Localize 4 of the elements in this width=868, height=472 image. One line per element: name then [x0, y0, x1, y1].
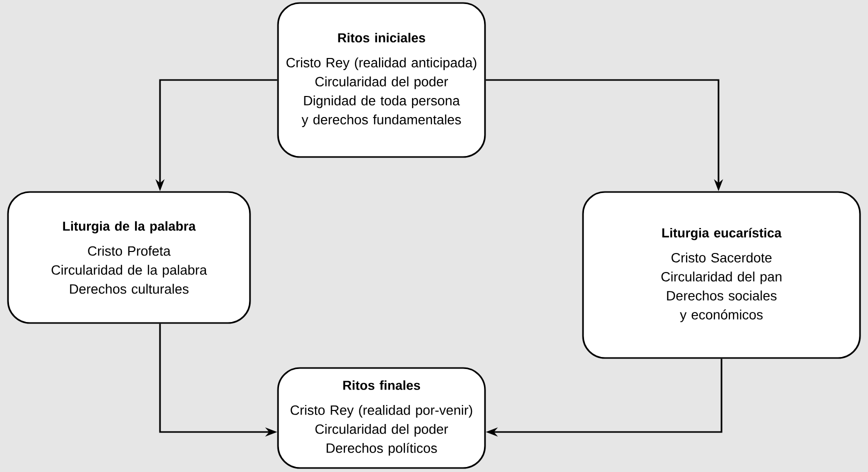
- process-box: Liturgia de la palabra Cristo Profeta Circularidad de la palabra Derechos culturales: [7, 191, 251, 324]
- process-box: Ritos iniciales Cristo Rey (realidad anticipada) Circularidad del poder Dignidad de toda persona y derechos fundamentales: [277, 2, 486, 158]
- process-box: Ritos finales Cristo Rey (realidad por-venir) Circularidad del poder Derechos políticos: [277, 367, 486, 469]
- process-box: Liturgia eucarística Cristo Sacerdote Circularidad del pan Derechos sociales y económicos: [582, 191, 861, 359]
